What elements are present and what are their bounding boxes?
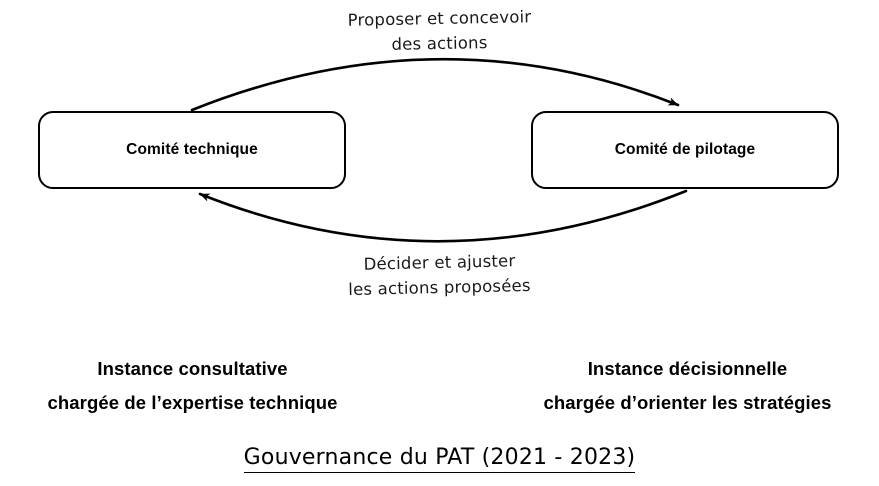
caption-comite-technique-line-1: Instance consultative [97,358,288,379]
arrow-technique-to-pilotage [190,57,680,112]
caption-comite-technique: Instance consultative chargée de l’exper… [0,352,385,420]
node-comite-de-pilotage-label: Comité de pilotage [614,141,756,158]
caption-comite-de-pilotage-line-2: chargée d’orienter les stratégies [543,392,832,413]
caption-comite-de-pilotage-line-1: Instance décisionnelle [587,358,788,379]
caption-comite-technique-line-2: chargée de l’expertise technique [47,392,338,413]
caption-comite-de-pilotage: Instance décisionnelle chargée d’oriente… [495,352,879,420]
edge-label-technique-to-pilotage: Proposer et concevoir des actions [0,6,879,56]
edge-label-pilotage-to-technique: Décider et ajuster les actions proposées [0,250,879,300]
diagram-title: Gouvernance du PAT (2021 - 2023) [0,445,879,473]
arrow-pilotage-to-technique [198,189,688,243]
node-comite-technique[interactable]: Comité technique [38,111,346,189]
node-comite-de-pilotage[interactable]: Comité de pilotage [531,111,839,189]
node-comite-technique-label: Comité technique [126,141,258,158]
diagram-title-text: Gouvernance du PAT (2021 - 2023) [243,445,636,473]
